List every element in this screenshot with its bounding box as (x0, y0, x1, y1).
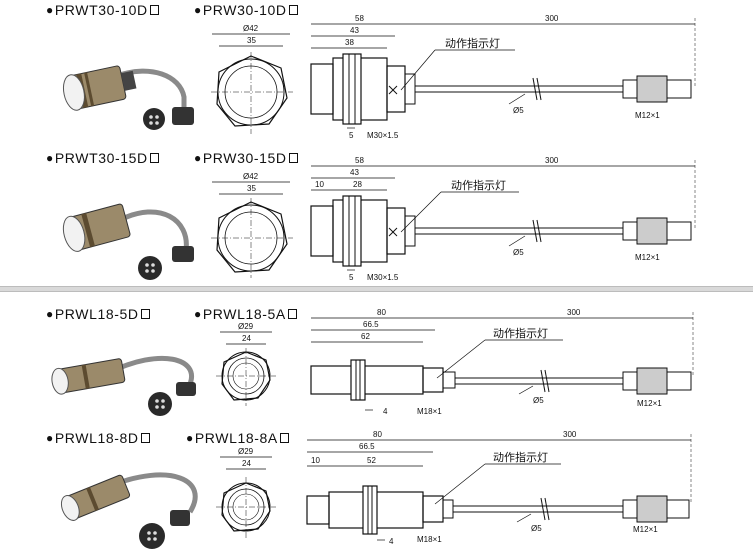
thread-size: M30×1.5 (367, 273, 399, 282)
side-view-0: 58 43 38 300 动作指示灯 Ø5 M12×1 5 M30×1.5 (310, 14, 696, 140)
cable-diameter: Ø5 (533, 396, 544, 405)
dim-thread: 38 (345, 38, 354, 47)
dim-cable: 300 (545, 14, 559, 23)
connector-size: M12×1 (635, 253, 660, 262)
front-view-0: Ø42 35 (211, 24, 293, 134)
dim-step: 4 (389, 537, 394, 546)
dim-thread: 28 (353, 180, 362, 189)
thread-size: M18×1 (417, 535, 442, 544)
side-view-3: 80 66.5 10 52 300 动作指示灯 Ø5 M12×1 4 M18×1 (306, 430, 692, 546)
model-label-left-1: ●PRWT30-15D (46, 150, 159, 166)
model-name: PRWL18-5A (202, 306, 286, 322)
cable-diameter: Ø5 (513, 248, 524, 257)
suffix-box (140, 309, 150, 319)
dim-offset: 10 (315, 180, 324, 189)
dim-body: 66.5 (359, 442, 375, 451)
connector-size: M12×1 (637, 399, 662, 408)
indicator-label: 动作指示灯 (493, 450, 548, 464)
suffix-box (149, 5, 159, 15)
dim-cable: 300 (545, 156, 559, 165)
indicator-label: 动作指示灯 (445, 36, 500, 50)
cable-diameter: Ø5 (531, 524, 542, 533)
face-dim-outer: Ø42 (243, 172, 259, 181)
side-view-2: 80 66.5 62 300 动作指示灯 Ø5 M12×1 4 M18×1 (310, 308, 694, 416)
dim-offset: 10 (311, 456, 320, 465)
face-dim-inner: 35 (247, 36, 256, 45)
dim-step: 4 (383, 407, 388, 416)
sensor-photo-1 (62, 203, 194, 280)
thread-size: M18×1 (417, 407, 442, 416)
dim-total: 58 (355, 14, 364, 23)
sensor-photo-3 (60, 472, 198, 549)
indicator-label: 动作指示灯 (451, 178, 506, 192)
model-name: PRW30-10D (202, 2, 287, 18)
side-view-1: 58 43 10 28 300 动作指示灯 Ø5 M12×1 5 M30×1.5 (310, 156, 696, 282)
face-dim-outer: Ø42 (243, 24, 259, 33)
dim-thread: 52 (367, 456, 376, 465)
model-name: PRWT30-10D (54, 2, 148, 18)
suffix-box (288, 5, 298, 15)
dim-body: 43 (350, 168, 359, 177)
model-name: PRWL18-8D (54, 430, 139, 446)
model-label-left-0: ●PRWT30-10D (46, 2, 159, 18)
dim-thread: 62 (361, 332, 370, 341)
cable-diameter: Ø5 (513, 106, 524, 115)
model-label-right-2: ●PRWL18-5A (194, 306, 297, 322)
suffix-box (149, 153, 159, 163)
front-view-1: Ø42 35 (211, 172, 293, 278)
dim-total: 80 (377, 308, 386, 317)
thread-size: M30×1.5 (367, 131, 399, 140)
sensor-photo-2 (51, 355, 196, 416)
face-dim-inner: 35 (247, 184, 256, 193)
face-dim-outer: Ø29 (238, 447, 254, 456)
suffix-box (279, 433, 289, 443)
model-label-right-1: ●PRW30-15D (194, 150, 298, 166)
model-name: PRW30-15D (202, 150, 287, 166)
model-label-left-3: ●PRWL18-8D (46, 430, 150, 446)
suffix-box (140, 433, 150, 443)
model-name: PRWL18-5D (54, 306, 139, 322)
dim-body: 43 (350, 26, 359, 35)
dim-total: 80 (373, 430, 382, 439)
model-name: PRWT30-15D (54, 150, 148, 166)
suffix-box (287, 309, 297, 319)
face-dim-inner: 24 (242, 334, 251, 343)
model-label-right-3: ●PRWL18-8A (186, 430, 289, 446)
suffix-box (288, 153, 298, 163)
sensor-photo-0 (62, 65, 194, 130)
section-divider (0, 286, 753, 292)
model-label-right-0: ●PRW30-10D (194, 2, 298, 18)
connector-size: M12×1 (635, 111, 660, 120)
face-dim-inner: 24 (242, 459, 251, 468)
front-view-3: Ø29 24 (216, 447, 276, 539)
model-name: PRWL18-8A (194, 430, 278, 446)
connector-size: M12×1 (633, 525, 658, 534)
dim-step: 5 (349, 273, 354, 282)
indicator-label: 动作指示灯 (493, 326, 548, 340)
dim-total: 58 (355, 156, 364, 165)
front-view-2: Ø29 24 (216, 322, 276, 406)
dim-cable: 300 (563, 430, 577, 439)
dim-body: 66.5 (363, 320, 379, 329)
model-label-left-2: ●PRWL18-5D (46, 306, 150, 322)
face-dim-outer: Ø29 (238, 322, 254, 331)
dim-step: 5 (349, 131, 354, 140)
dim-cable: 300 (567, 308, 581, 317)
